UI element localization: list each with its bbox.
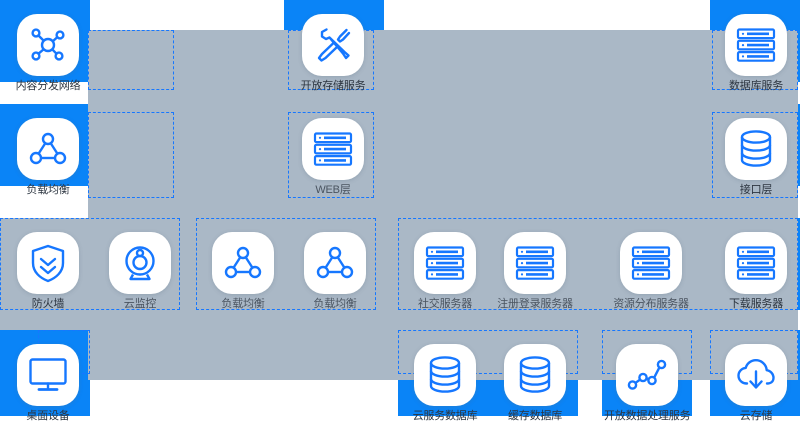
wrench-tools-icon [313,25,353,65]
node-open-storage[interactable]: 开放存储服务 [290,14,376,93]
server-rack-icon [736,245,776,281]
node-label: 注册登录服务器 [497,298,573,310]
group-lb-pair [196,218,376,310]
server-rack-icon [631,245,671,281]
cloud-download-icon [736,358,776,392]
node-tile[interactable] [616,344,678,406]
node-cloud-db[interactable]: 云服务数据库 [402,344,488,423]
node-tile[interactable] [17,344,79,406]
network-hub-icon [28,25,68,65]
node-label: 缓存数据库 [508,410,562,422]
monitor-icon [28,357,68,393]
node-odps[interactable]: 开放数据处理服务 [604,344,691,423]
node-label: 云服务数据库 [412,410,478,422]
node-label: 开放数据处理服务 [604,410,691,422]
node-download-server[interactable]: 下载服务器 [713,232,799,311]
node-cdn[interactable]: 内容分发网络 [5,14,91,93]
node-label: 社交服务器 [418,298,472,310]
node-label: 数据库服务 [729,80,783,92]
group-databases [398,330,578,374]
server-rack-icon [515,245,555,281]
node-tile[interactable] [620,232,682,294]
node-label: 负载均衡 [221,298,265,310]
node-cloud-monitor[interactable]: 云监控 [97,232,183,311]
group-app-servers [398,218,798,310]
node-tile[interactable] [17,232,79,294]
node-firewall[interactable]: 防火墙 [5,232,91,311]
node-tile[interactable] [504,232,566,294]
node-load-balance-b[interactable]: 负载均衡 [292,232,378,311]
node-label: 云监控 [123,298,157,310]
database-icon [517,355,553,395]
node-database-service[interactable]: 数据库服务 [713,14,799,93]
node-web-layer[interactable]: WEB层 [290,118,376,197]
node-tile[interactable] [725,14,787,76]
server-rack-icon [313,131,353,167]
node-load-balance-a[interactable]: 负载均衡 [200,232,286,311]
database-icon [738,129,774,169]
triangle-nodes-icon [315,244,355,282]
database-icon [427,355,463,395]
node-label: 资源分布服务器 [613,298,689,310]
webcam-icon [121,243,159,283]
node-label: WEB层 [315,184,351,196]
line-graph-icon [627,357,667,393]
node-tile[interactable] [302,118,364,180]
node-tile[interactable] [109,232,171,294]
node-label: 负载均衡 [26,184,70,196]
node-resource-server[interactable]: 资源分布服务器 [608,232,694,311]
node-label: 云存储 [739,410,773,422]
server-rack-icon [425,245,465,281]
node-label: 接口层 [739,184,773,196]
node-tile[interactable] [725,232,787,294]
node-social-server[interactable]: 社交服务器 [402,232,488,311]
node-tile[interactable] [17,14,79,76]
node-label: 开放存储服务 [300,80,366,92]
shield-chevron-icon [29,243,67,283]
group-security [0,218,180,310]
group-interface-layer [712,112,798,198]
node-tile[interactable] [414,232,476,294]
node-tile[interactable] [725,344,787,406]
node-cloud-storage[interactable]: 云存储 [713,344,799,423]
node-label: 内容分发网络 [15,80,81,92]
triangle-nodes-icon [28,130,68,168]
node-tile[interactable] [212,232,274,294]
group-load-balance [88,112,174,198]
node-load-balance-top[interactable]: 负载均衡 [5,118,91,197]
node-tile[interactable] [17,118,79,180]
server-rack-icon [736,27,776,63]
node-interface-layer[interactable]: 接口层 [713,118,799,197]
node-label: 防火墙 [31,298,65,310]
node-label: 桌面设备 [26,410,70,422]
node-tile[interactable] [304,232,366,294]
panel-main-gray [88,30,798,380]
node-cache-db[interactable]: 缓存数据库 [492,344,578,423]
node-label: 下载服务器 [729,298,783,310]
node-tile[interactable] [414,344,476,406]
triangle-nodes-icon [223,244,263,282]
group-cdn [88,30,174,90]
node-desktop-device[interactable]: 桌面设备 [5,344,91,423]
node-label: 负载均衡 [313,298,357,310]
node-tile[interactable] [504,344,566,406]
node-tile[interactable] [302,14,364,76]
node-tile[interactable] [725,118,787,180]
node-auth-server[interactable]: 注册登录服务器 [492,232,578,311]
group-web-layer [288,112,374,198]
